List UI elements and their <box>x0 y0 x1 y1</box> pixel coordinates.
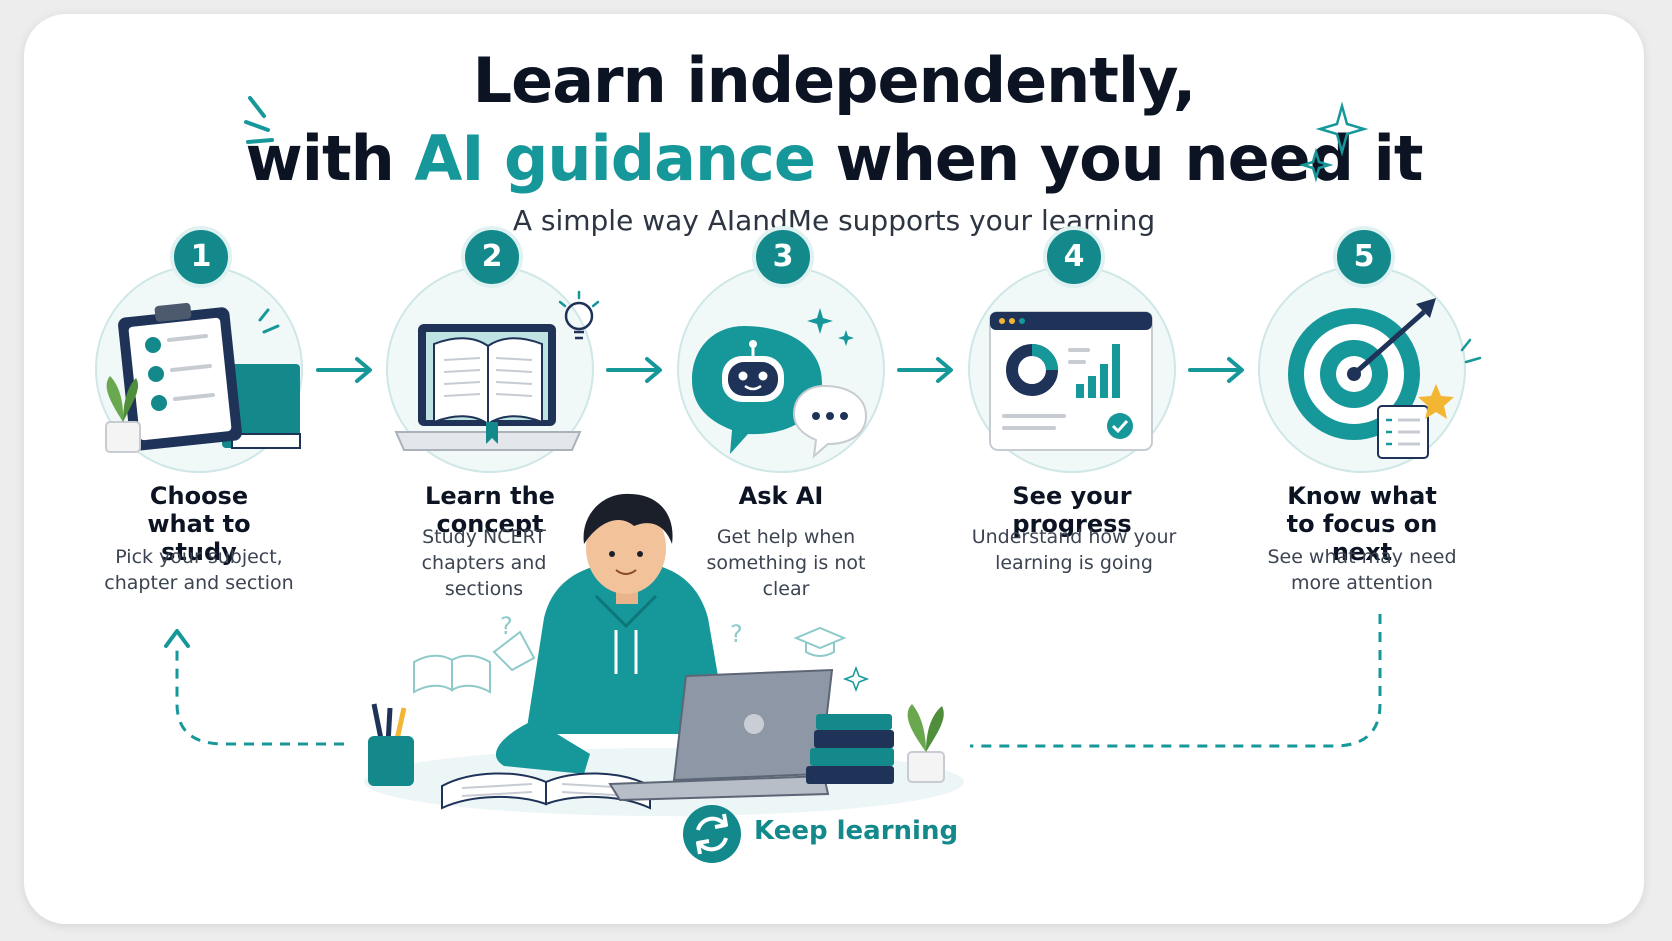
step-4-title: See your progress <box>1012 482 1132 538</box>
lightbulb-icon <box>564 301 594 340</box>
title-line-1: Learn independently, <box>472 44 1197 117</box>
step-5-title: Know what to focus on next <box>1286 482 1438 566</box>
question-mark-left: ? <box>500 612 513 640</box>
step-5-badge: 5 <box>1333 226 1395 288</box>
arrow-4-5-icon <box>1188 357 1244 383</box>
step-3-title: Ask AI <box>738 482 824 510</box>
step-2-badge: 2 <box>461 226 523 288</box>
step-1-desc: Pick your subject, chapter and section <box>104 546 294 594</box>
step-3-badge: 3 <box>752 226 814 288</box>
book-stack-icon <box>806 714 894 784</box>
arrow-1-2-icon <box>316 357 372 383</box>
subtitle: A simple way AIandMe supports your learn… <box>512 204 1156 237</box>
graduation-cap-icon <box>793 626 847 657</box>
title-line-2-prefix: with <box>245 122 415 195</box>
title-accent: AI guidance <box>414 122 816 195</box>
step-1-title: Choose what to study <box>147 482 251 566</box>
laptop-book-icon <box>394 290 600 451</box>
title-line-2-suffix: when you need it <box>814 122 1424 195</box>
student-illustration: ? ? <box>364 493 964 816</box>
step-3-desc: Get help when something is not clear <box>706 526 866 600</box>
progress-dashboard-icon <box>989 311 1153 451</box>
loop-path-left <box>175 644 344 746</box>
question-mark-right: ? <box>730 620 743 648</box>
target-arrow-icon <box>1288 298 1482 459</box>
step-2-desc: Study NCERT chapters and sections <box>421 526 547 600</box>
step-4-desc: Understand how your learning is going <box>971 526 1177 574</box>
sparkle-lines-left-icon <box>244 96 274 144</box>
sparkle-stars-right-icon <box>1298 101 1369 183</box>
pencil-cup-icon <box>368 703 414 786</box>
refresh-icon <box>683 805 741 863</box>
potted-plant-icon <box>907 704 945 783</box>
open-book-icon <box>413 654 491 694</box>
decor-layer: ? ? <box>95 96 1482 863</box>
loop-arrowhead-icon <box>164 629 190 648</box>
step-4-badge: 4 <box>1043 226 1105 288</box>
sparkle-small-icon <box>842 665 870 693</box>
infographic-card: Learn independently, with AI guidance wh… <box>24 14 1644 924</box>
clipboard-checklist-icon <box>105 302 301 453</box>
loop-path-right <box>970 614 1382 748</box>
step-2-title: Learn the concept <box>425 482 555 538</box>
arrow-2-3-icon <box>606 357 662 383</box>
step-5-desc: See what may need more attention <box>1267 546 1457 594</box>
keep-learning-label: Keep learning <box>754 816 959 846</box>
title-line-2: with AI guidance when you need it <box>24 122 1644 195</box>
ai-chat-robot-icon <box>692 308 868 459</box>
step-1-badge: 1 <box>170 226 232 288</box>
arrow-3-4-icon <box>897 357 953 383</box>
laptop-icon <box>608 668 834 802</box>
